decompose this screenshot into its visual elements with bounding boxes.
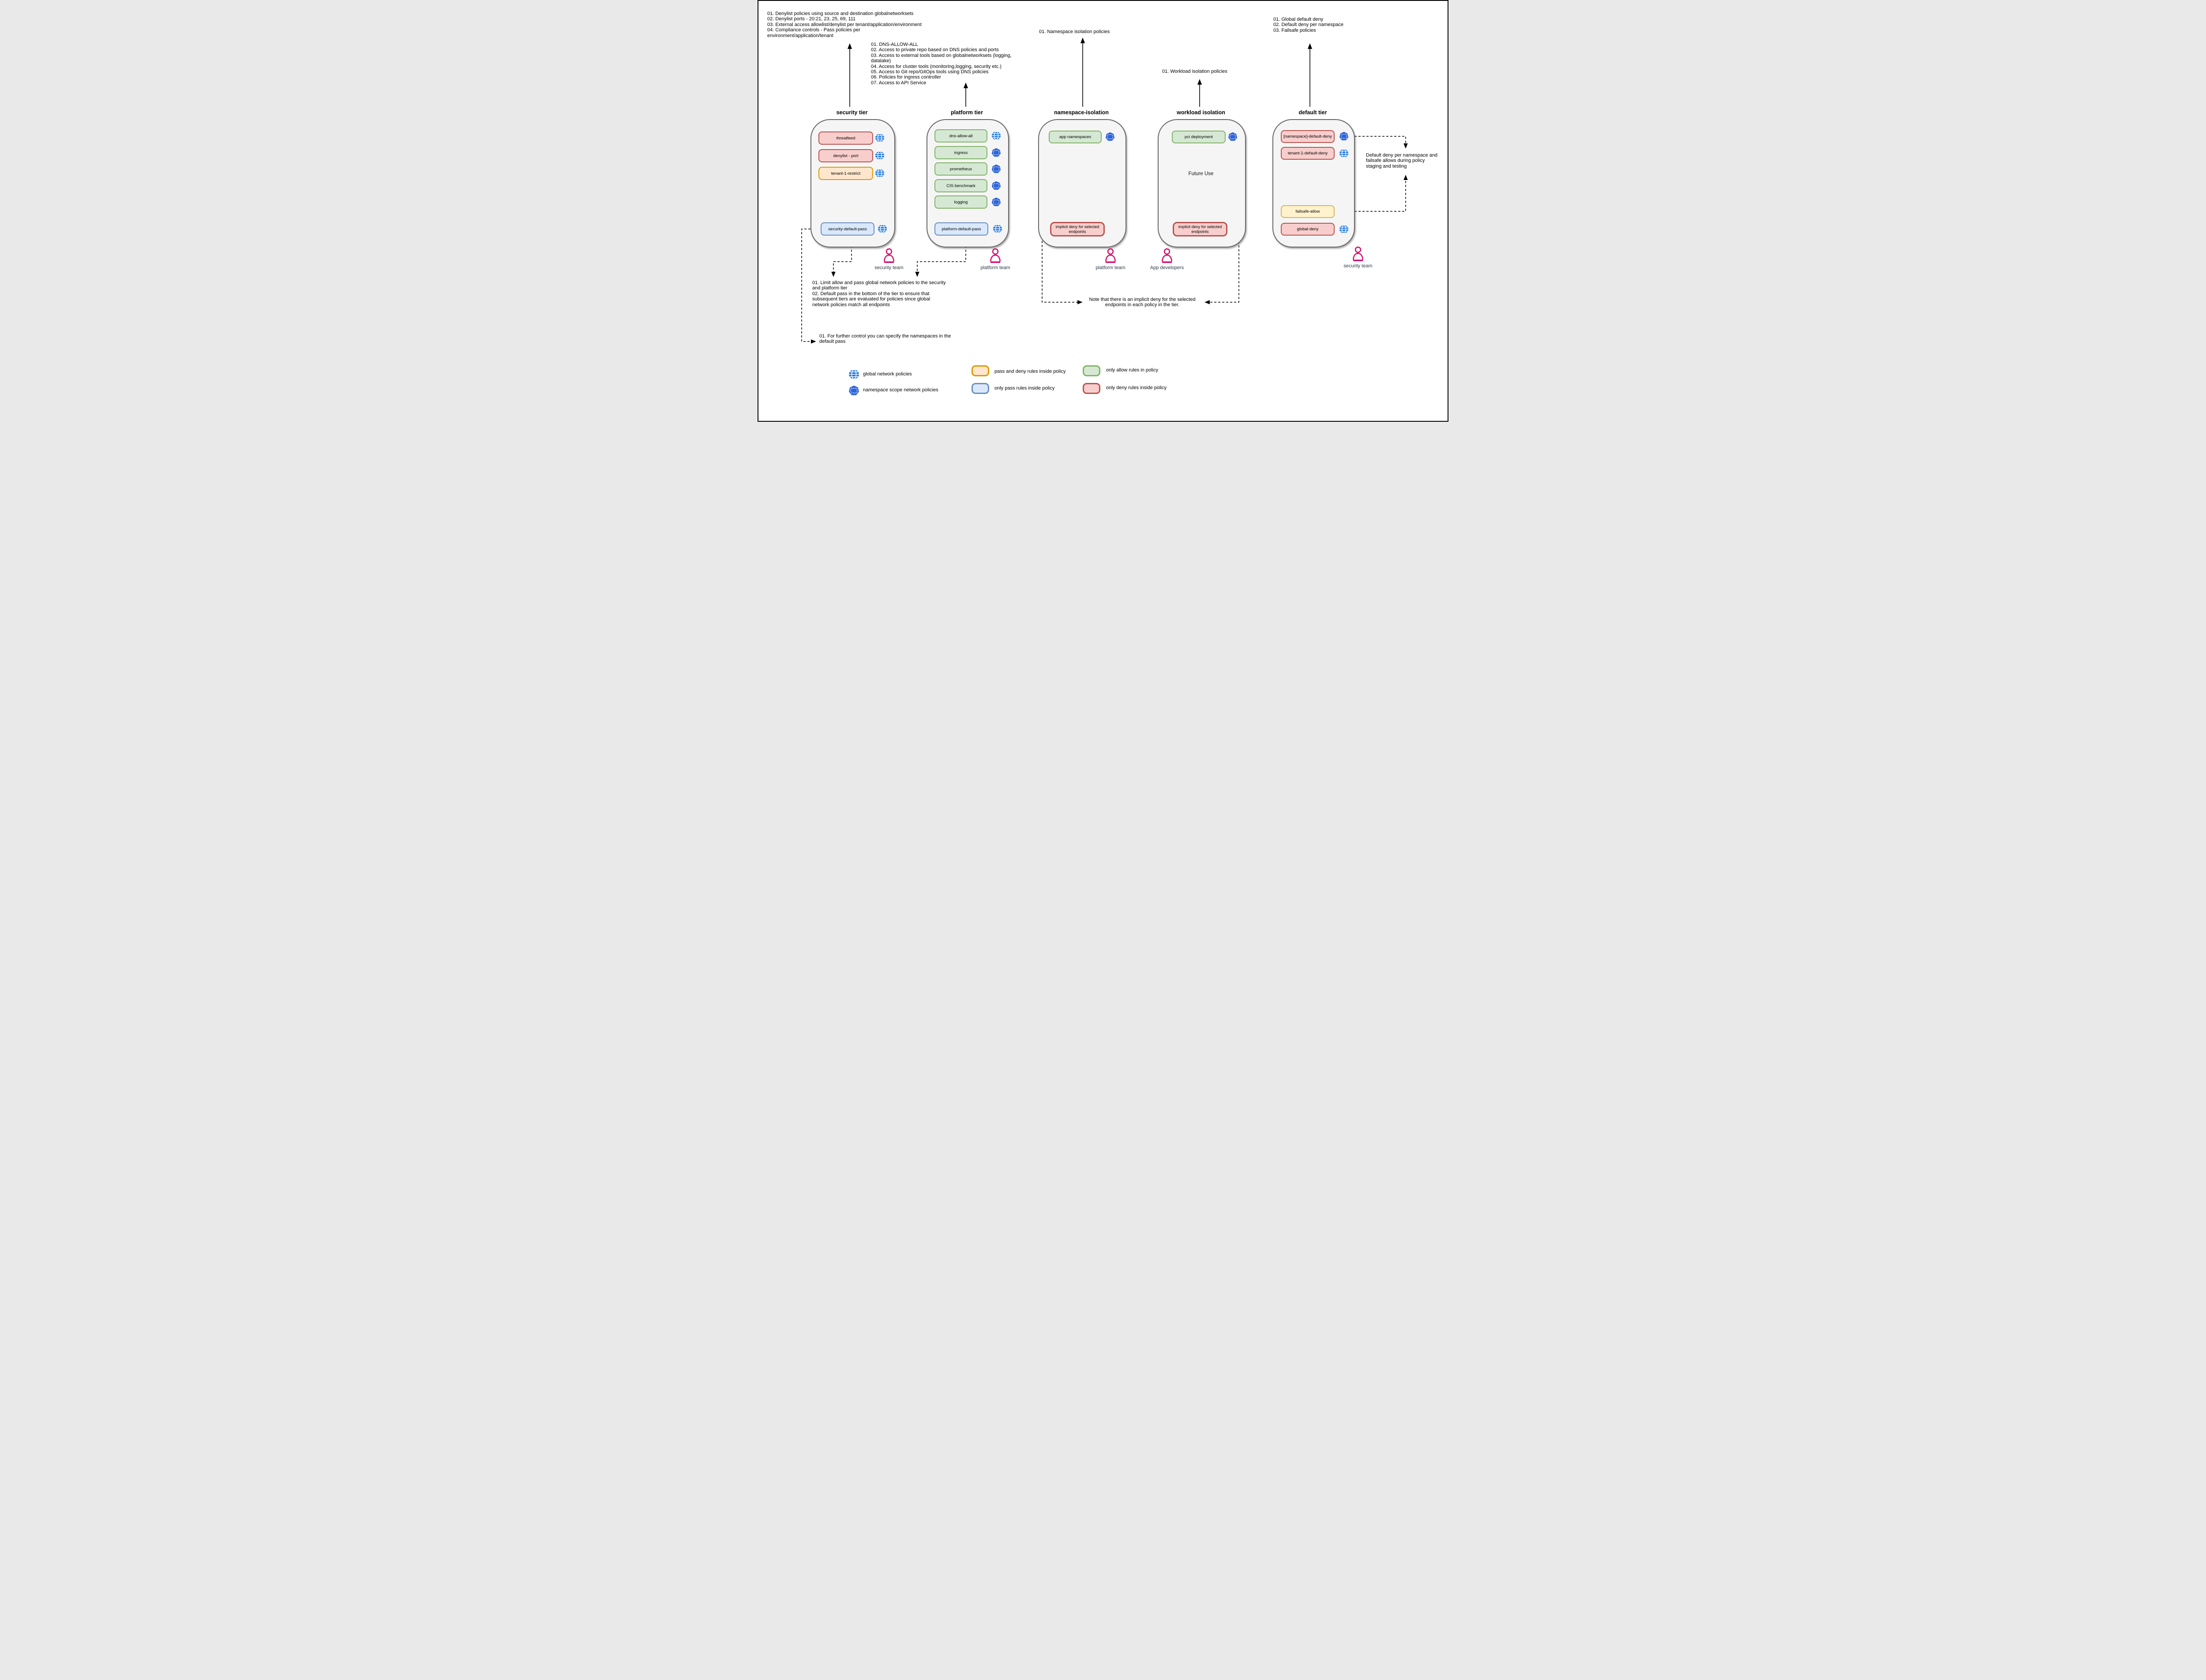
policy-threatfeed: threatfeed — [818, 131, 873, 145]
policy-cis-benchmark: CIS benchmark — [934, 179, 987, 192]
future-use-label: Future Use — [1188, 171, 1214, 176]
globe-icon — [878, 224, 887, 233]
legend-label-global: global network policies — [863, 371, 912, 377]
globe-icon — [875, 151, 885, 160]
globe-icon — [848, 369, 859, 379]
policy-dns-allow-all: dns-allow-all — [934, 129, 987, 142]
staging-note: Default deny per namespace and failsafe … — [1366, 153, 1438, 169]
policy-tenant-1-restrict: tenant-1-restrict — [818, 167, 873, 180]
legend-swatch-deny — [1083, 383, 1100, 394]
person-icon — [1351, 246, 1365, 262]
legend-label-pass: only pass rules inside policy — [994, 386, 1055, 391]
legend-swatch-allow — [1083, 365, 1100, 376]
policy-platform-default-pass: platform-default-pass — [934, 222, 988, 236]
namespace-scope-icon — [991, 197, 1001, 207]
team-label-platform: platform team — [980, 265, 1010, 270]
person-icon — [989, 248, 1002, 263]
dashed-security-tier-guidance — [831, 246, 852, 277]
person-icon — [882, 248, 896, 263]
globe-icon — [993, 224, 1002, 233]
legend-label-namespace-scope: namespace scope network policies — [863, 387, 938, 393]
policy-global-deny: global-deny — [1281, 223, 1335, 236]
security-tier-notes: 01. Denylist policies using source and d… — [767, 11, 922, 38]
namespace-scope-icon — [848, 385, 859, 396]
namespace-scope-icon — [1105, 132, 1115, 142]
policy-failsafe-allow: failsafe-allow — [1281, 205, 1335, 218]
default-tier-title: default tier — [1298, 109, 1327, 116]
platform-tier-title: platform tier — [951, 109, 983, 116]
namespace-scope-icon — [991, 181, 1001, 191]
person-icon — [1160, 248, 1174, 263]
team-label-app-developers: App developers — [1150, 265, 1184, 270]
namespace-scope-icon — [1339, 131, 1349, 141]
team-label-security: security team — [874, 265, 904, 270]
platform-tier-notes: 01. DNS-ALLOW-ALL 02. Access to private … — [871, 42, 1012, 86]
globe-icon — [875, 169, 885, 178]
globe-icon — [1339, 149, 1349, 158]
policy-pci-deployment: pci deployment — [1172, 131, 1226, 143]
globe-icon — [875, 133, 885, 142]
team-label-platform-2: platform team — [1095, 265, 1126, 270]
diagram-canvas: 01. Denylist policies using source and d… — [758, 0, 1448, 422]
implicit-deny-note: Note that there is an implicit deny for … — [1089, 297, 1196, 308]
globe-icon — [991, 131, 1001, 140]
workload-isolation-note: 01. Workload isolation policies — [1162, 69, 1227, 74]
namespace-scope-icon — [991, 148, 1001, 158]
globe-icon — [1339, 225, 1349, 234]
workload-isolation-tier-title: workload isolation — [1177, 109, 1225, 116]
policy-implicit-deny-workload: implicit deny for selected endpoints — [1173, 222, 1227, 236]
policy-ingress: ingress — [934, 146, 987, 159]
policy-implicit-deny-namespace: implicit deny for selected endpoints — [1050, 222, 1105, 236]
tier-guidance-note: 01. Limit allow and pass global network … — [812, 280, 946, 308]
namespace-isolation-tier-title: namespace-isolation — [1054, 109, 1109, 116]
legend-label-pass-deny: pass and deny rules inside policy — [994, 369, 1066, 374]
policy-security-default-pass: security-default-pass — [821, 222, 874, 236]
legend-swatch-pass-deny — [972, 365, 989, 376]
person-icon — [1104, 248, 1117, 263]
legend-swatch-pass — [972, 383, 989, 394]
legend-label-allow: only allow rules in policy — [1106, 368, 1158, 373]
namespace-scope-icon — [1228, 132, 1238, 142]
team-label-security-2: security team — [1343, 263, 1373, 269]
policy-namespace-default-deny: [namespace]-default-deny — [1281, 130, 1335, 143]
legend-label-deny: only deny rules inside policy — [1106, 385, 1167, 390]
namespace-scope-icon — [991, 164, 1001, 174]
policy-logging: logging — [934, 195, 987, 209]
policy-app-namespaces: app namespaces — [1049, 131, 1102, 143]
security-tier-title: security tier — [836, 109, 868, 116]
policy-prometheus: prometheus — [934, 162, 987, 176]
policy-tenant-1-default-deny: tenant-1-default-deny — [1281, 147, 1335, 160]
default-pass-note: 01. For further control you can specify … — [819, 334, 951, 345]
default-tier-notes: 01. Global default deny 02. Default deny… — [1273, 17, 1343, 33]
namespace-isolation-note: 01. Namespace isolation policies — [1039, 29, 1110, 34]
dashed-platform-tier-guidance — [915, 246, 966, 277]
policy-denylist-port: denylist - port — [818, 149, 873, 162]
